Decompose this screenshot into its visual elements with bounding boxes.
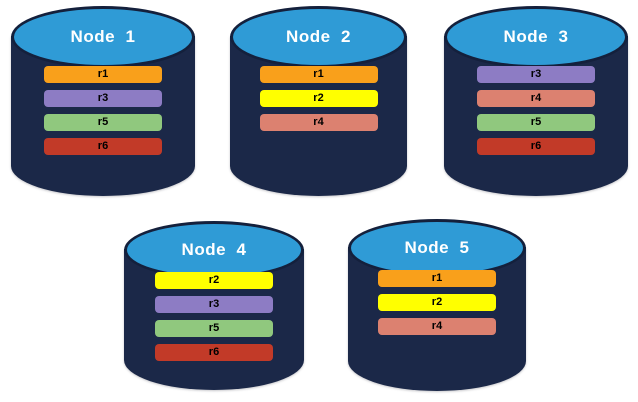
node-5-title: Node 5 xyxy=(404,238,470,257)
replica-bar: r1 xyxy=(259,66,378,83)
replica-bar: r2 xyxy=(155,272,273,289)
replica-bar: r3 xyxy=(155,296,273,313)
node-1-cylinder-top: Node 1 xyxy=(11,6,195,68)
replica-bar: r5 xyxy=(477,114,595,131)
node-5: Node 5 r1 r2 r4 xyxy=(348,219,526,391)
node-1-replica-list: r1 r3 r5 r6 xyxy=(11,66,195,155)
node-5-replica-list: r1 r2 r4 xyxy=(348,270,526,335)
replica-bar: r4 xyxy=(378,318,496,335)
node-4-cylinder-top: Node 4 xyxy=(124,221,304,279)
replica-bar: r1 xyxy=(44,66,162,83)
replica-bar: r2 xyxy=(378,294,496,311)
node-2: Node 2 r1 r2 r4 xyxy=(230,6,407,196)
node-2-title: Node 2 xyxy=(286,27,351,46)
replica-bar: r6 xyxy=(44,138,162,155)
node-1: Node 1 r1 r3 r5 r6 xyxy=(11,6,195,196)
node-3: Node 3 r3 r4 r5 r6 xyxy=(444,6,628,196)
replica-bar: r5 xyxy=(44,114,162,131)
node-3-title: Node 3 xyxy=(503,27,569,46)
node-4-title: Node 4 xyxy=(181,240,247,259)
replica-bar: r1 xyxy=(378,270,496,287)
node-4: Node 4 r2 r3 r5 r6 xyxy=(124,221,304,390)
replica-bar: r6 xyxy=(477,138,595,155)
replica-bar: r4 xyxy=(259,114,378,131)
replica-bar: r4 xyxy=(477,90,595,107)
replica-bar: r6 xyxy=(155,344,273,361)
replica-bar: r3 xyxy=(477,66,595,83)
replica-bar: r5 xyxy=(155,320,273,337)
node-2-replica-list: r1 r2 r4 xyxy=(230,66,407,131)
node-2-cylinder-top: Node 2 xyxy=(230,6,407,68)
node-5-cylinder-top: Node 5 xyxy=(348,219,526,277)
node-4-replica-list: r2 r3 r5 r6 xyxy=(124,272,304,361)
node-3-cylinder-top: Node 3 xyxy=(444,6,628,68)
node-1-title: Node 1 xyxy=(70,27,136,46)
replica-bar: r3 xyxy=(44,90,162,107)
replica-bar: r2 xyxy=(259,90,378,107)
node-3-replica-list: r3 r4 r5 r6 xyxy=(444,66,628,155)
